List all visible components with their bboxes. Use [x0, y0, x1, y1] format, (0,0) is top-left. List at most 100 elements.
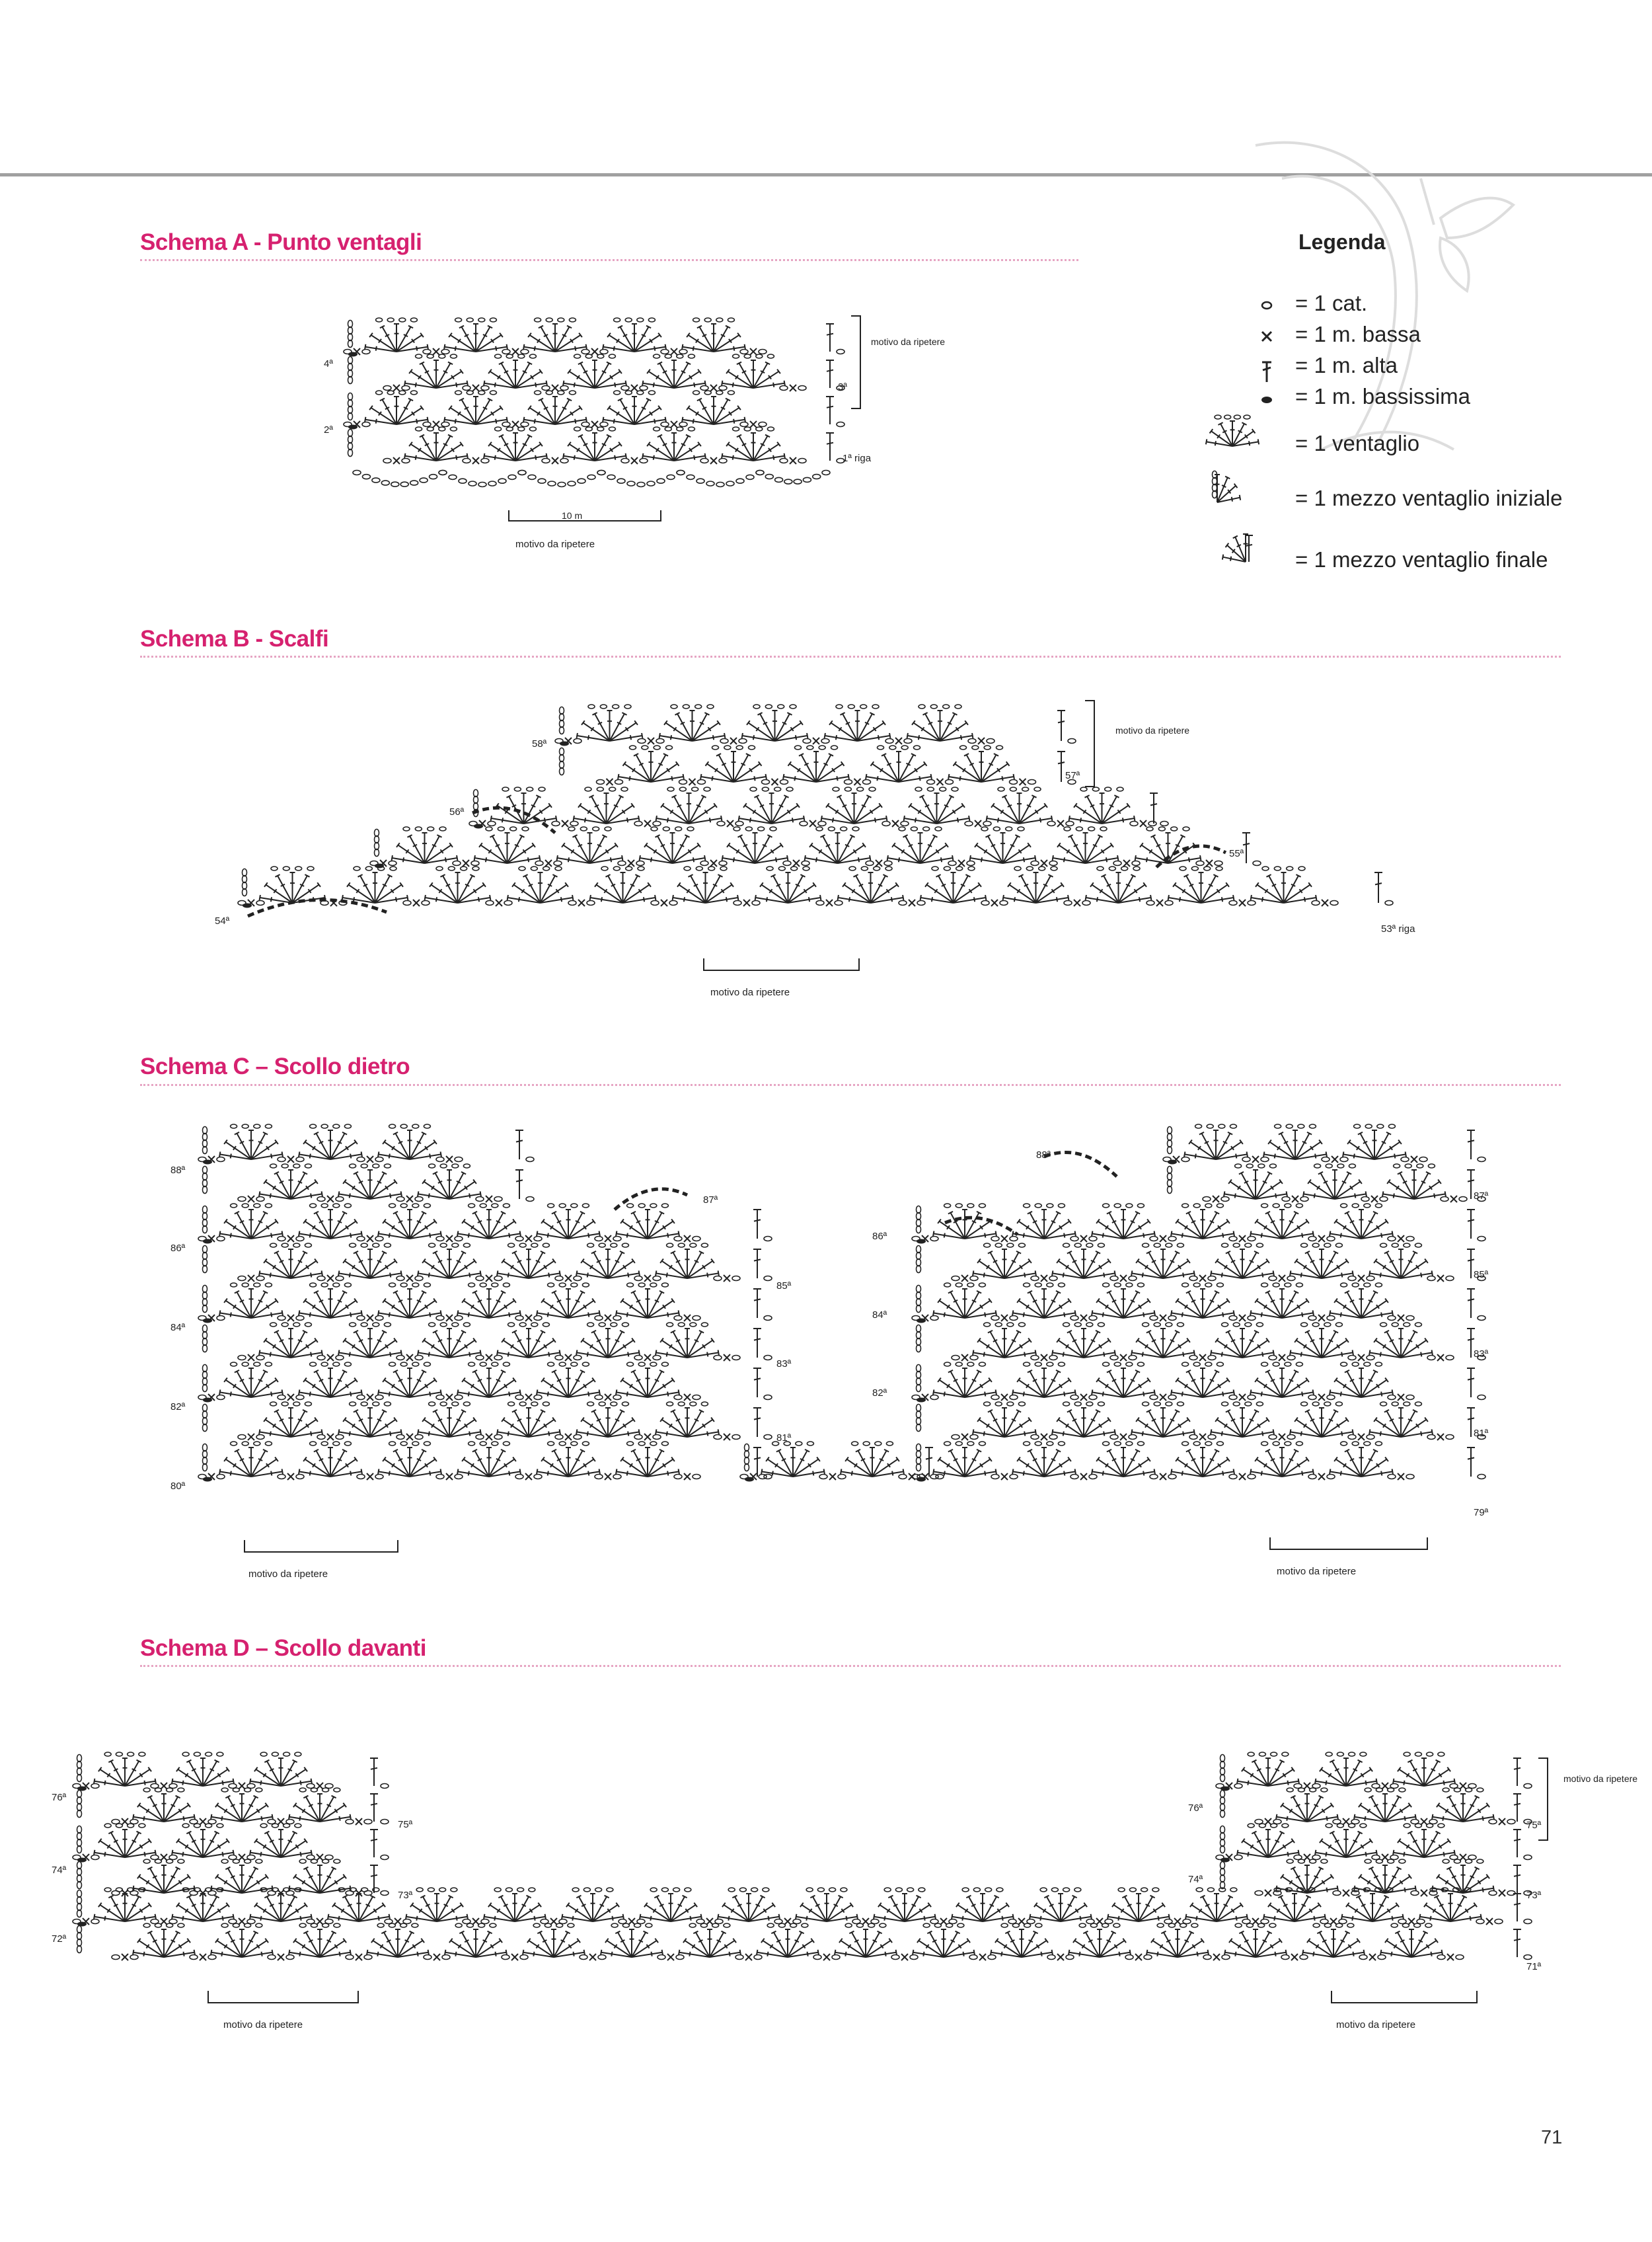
fan-stitch: [288, 1787, 352, 1822]
chain: [587, 474, 596, 481]
chain: [361, 473, 371, 480]
single-crochet: [1080, 1473, 1088, 1481]
chain: [347, 435, 354, 444]
fan-stitch: [338, 1243, 402, 1279]
single-crochet: [406, 1274, 414, 1282]
chain: [202, 1258, 208, 1267]
chain: [1273, 1890, 1282, 1896]
chain: [347, 405, 354, 414]
legend-half-fan-start: [1215, 474, 1242, 503]
fan-stitch: [837, 866, 905, 904]
chain: [363, 1954, 373, 1960]
chain: [1149, 1315, 1158, 1321]
chain: [732, 1434, 741, 1440]
fan-stitch: [377, 1124, 442, 1160]
chain: [541, 457, 550, 464]
chain: [716, 481, 725, 488]
single-crochet: [1397, 1473, 1405, 1481]
slip-stitch: [203, 1239, 212, 1244]
chain: [554, 1434, 564, 1440]
single-crochet: [316, 1853, 324, 1861]
chain: [891, 1954, 900, 1960]
chain: [1366, 1354, 1375, 1361]
single-crochet: [1278, 1354, 1286, 1362]
chain: [811, 473, 821, 480]
single-crochet: [604, 1473, 612, 1481]
fan-stitch: [1210, 1243, 1275, 1279]
single-crochet: [591, 420, 599, 428]
chain: [335, 1354, 344, 1361]
chain: [732, 1354, 741, 1361]
chain: [692, 1235, 701, 1242]
chain: [1308, 1473, 1317, 1480]
chain: [836, 457, 845, 464]
chain: [1468, 1854, 1477, 1861]
chain: [76, 1889, 83, 1898]
chain: [1128, 1434, 1137, 1440]
chain: [1030, 1434, 1039, 1440]
single-crochet: [1397, 1393, 1405, 1401]
single-crochet: [670, 348, 678, 356]
chain: [1268, 1275, 1277, 1282]
chain: [915, 1258, 922, 1267]
fan-stitch: [457, 1362, 521, 1398]
chain: [207, 1890, 217, 1896]
chain: [1320, 1918, 1329, 1925]
single-crochet: [644, 1274, 652, 1282]
chain: [614, 779, 624, 785]
chain: [834, 900, 843, 906]
fan-stitch: [1314, 1752, 1378, 1787]
chain: [1440, 1196, 1449, 1202]
fan-stitch: [1002, 866, 1070, 904]
fan-stitch: [536, 1203, 601, 1239]
chain: [335, 1196, 344, 1202]
fan-stitch: [1012, 1441, 1076, 1477]
fan-stitch: [377, 1362, 442, 1398]
single-crochet: [979, 1953, 987, 1961]
single-crochet: [1139, 820, 1147, 828]
slip-stitch: [560, 741, 569, 746]
chain: [557, 481, 566, 488]
repeat-bracket-right: [1331, 1991, 1478, 2003]
fan-stitch: [219, 1203, 283, 1239]
chain: [454, 1315, 463, 1321]
chain: [1065, 1954, 1074, 1960]
chain: [1088, 1315, 1098, 1321]
chain: [1308, 1235, 1317, 1242]
fan-stitch: [405, 1887, 469, 1922]
chain: [1338, 1918, 1347, 1925]
chain: [76, 1909, 83, 1918]
fan-stitch: [219, 1282, 283, 1319]
chain: [277, 1473, 286, 1480]
single-crochet: [605, 778, 614, 786]
fan-stitch: [1431, 1787, 1495, 1822]
single-crochet: [485, 1274, 493, 1282]
chain: [964, 820, 973, 827]
chain: [356, 1235, 365, 1242]
chain: [256, 1196, 265, 1202]
fan-stitch: [721, 826, 789, 864]
fan-stitch: [1329, 1362, 1394, 1398]
single-crochet: [1199, 1354, 1207, 1362]
chain: [911, 1235, 920, 1242]
chain: [202, 1450, 208, 1459]
chain: [801, 860, 810, 867]
fan-stitch: [1091, 1203, 1156, 1239]
chain: [1488, 1818, 1497, 1825]
chain: [216, 1473, 225, 1480]
chain: [335, 1275, 344, 1282]
fan-stitch: [210, 1923, 274, 1958]
single-crochet: [406, 1195, 414, 1203]
chain: [1203, 1954, 1212, 1960]
chain: [885, 738, 894, 744]
fan-stitch: [1134, 826, 1202, 864]
chain: [347, 412, 354, 421]
chain: [1326, 1315, 1335, 1321]
chain: [202, 1410, 208, 1419]
chain: [1326, 1473, 1335, 1480]
chain: [986, 738, 995, 744]
single-crochet: [706, 1917, 714, 1925]
single-crochet: [412, 899, 420, 907]
chain: [597, 469, 606, 476]
chain: [198, 1235, 207, 1242]
